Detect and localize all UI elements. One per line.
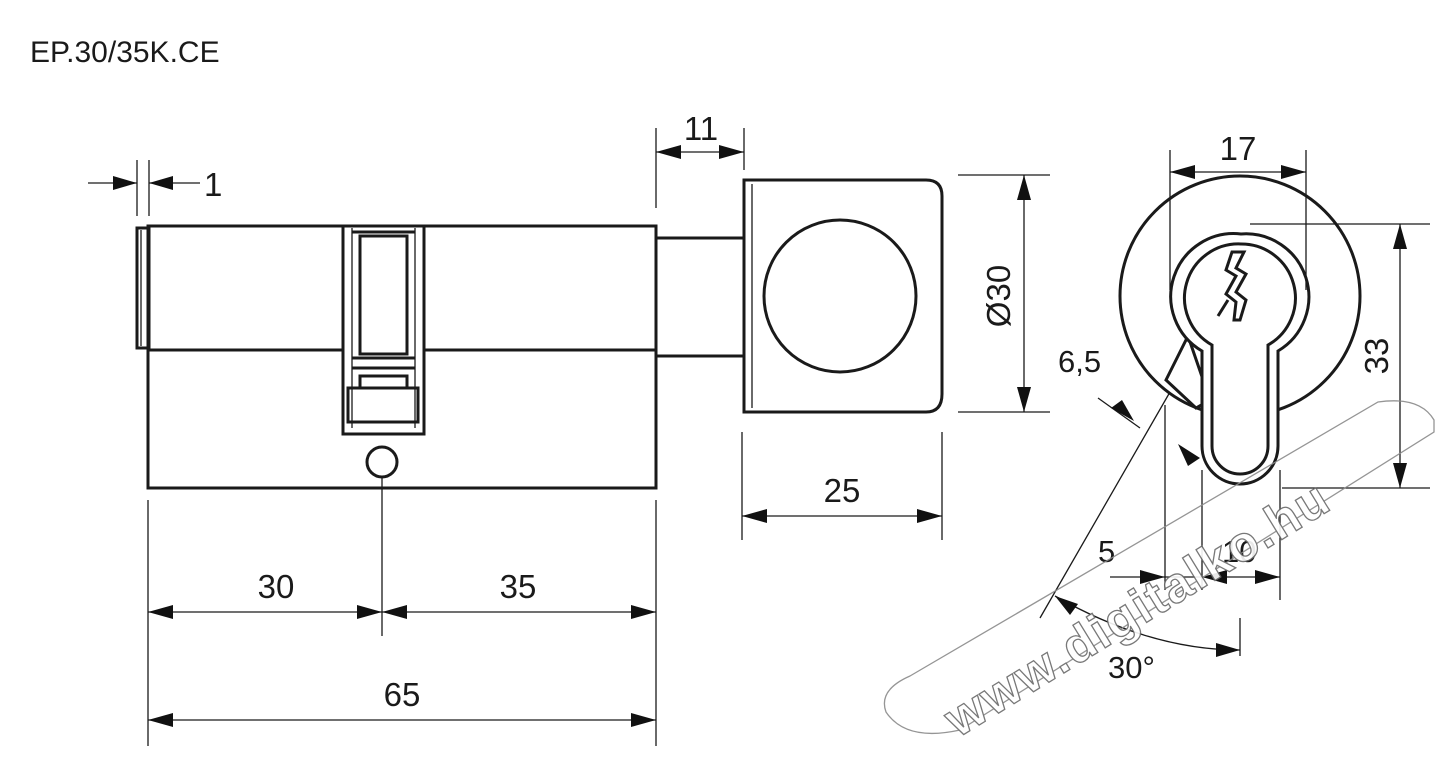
- cam-slot: [341, 226, 426, 436]
- dim-knob-diameter: Ø30: [980, 265, 1017, 327]
- dim-profile-10: 10: [1222, 534, 1256, 569]
- knob-stem: [654, 236, 746, 358]
- keyway: [1224, 250, 1249, 322]
- dim-right-length: 35: [500, 568, 537, 605]
- dim-front-width: 17: [1220, 130, 1257, 167]
- dim-cam-offset: 6,5: [1058, 344, 1101, 379]
- dim-total-length: 65: [384, 676, 421, 713]
- watermark-banner: [883, 400, 1435, 735]
- thumb-knob: [742, 178, 944, 414]
- watermark: www.digitalko.hu: [883, 400, 1435, 749]
- fixing-screw-hole: [365, 445, 399, 479]
- dim-left-length: 30: [258, 568, 295, 605]
- dim-knob-length: 25: [824, 472, 861, 509]
- dim-knob-stem: 11: [684, 110, 718, 147]
- dimension-labels: 1 11 Ø30 25 30 35 65 17 33 6,5 5 10 30°: [204, 110, 1395, 713]
- dim-rim: 1: [204, 166, 222, 203]
- dim-profile-5: 5: [1098, 534, 1115, 569]
- dim-front-height: 33: [1358, 338, 1395, 375]
- drawing-title: EP.30/35K.CE: [30, 36, 220, 69]
- watermark-text: www.digitalko.hu: [934, 469, 1340, 748]
- cylinder-side-view: [135, 178, 944, 490]
- dimension-lines: [88, 128, 1430, 746]
- cylinder-front-view: [1118, 174, 1362, 486]
- dim-cam-angle: 30°: [1108, 650, 1155, 685]
- profile-inner: [1183, 242, 1297, 476]
